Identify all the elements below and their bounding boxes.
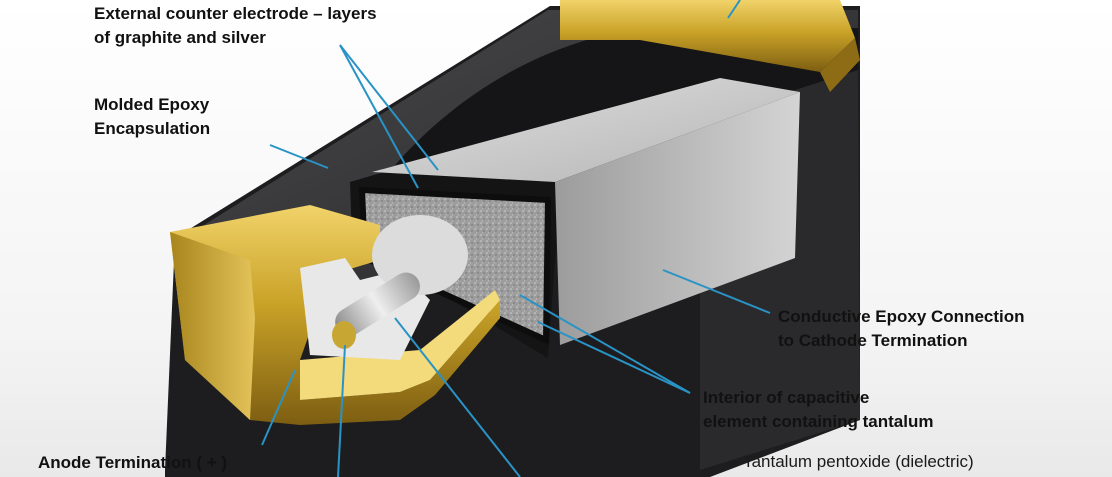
label-external-counter-electrode-line2: of graphite and silver [94, 28, 266, 47]
leader-molded-epoxy [269, 144, 329, 169]
label-tantalum-pentoxide-text: - Tantalum pentoxide (dielectric) [733, 452, 974, 471]
leader-anode-termination [261, 369, 296, 446]
anode-termination [170, 205, 500, 425]
leader-interior-a [519, 294, 691, 394]
leader-anode-rod [394, 317, 521, 477]
label-interior-element: Interior of capacitive element containin… [703, 386, 933, 434]
label-molded-epoxy-line2: Encapsulation [94, 119, 211, 138]
anode-wire [300, 215, 468, 360]
label-external-counter-electrode-line1: External counter electrode – layers [94, 4, 377, 23]
leader-cathode-termination [727, 0, 741, 19]
leader-lines [261, 0, 771, 477]
leader-conductive-epoxy [662, 269, 771, 314]
label-anode-termination: Anode Termination ( + ) [38, 451, 227, 475]
label-conductive-epoxy-line1: Conductive Epoxy Connection [778, 307, 1025, 326]
label-interior-element-line2: element containing tantalum [703, 412, 934, 431]
label-tantalum-pentoxide: - Tantalum pentoxide (dielectric) [733, 450, 974, 474]
label-molded-epoxy-line1: Molded Epoxy [94, 95, 210, 114]
label-conductive-epoxy-line2: to Cathode Termination [778, 331, 968, 350]
label-external-counter-electrode: External counter electrode – layers of g… [94, 2, 377, 50]
label-anode-termination-text: Anode Termination ( + ) [38, 453, 228, 472]
leader-counter-electrode-a [339, 44, 419, 189]
label-conductive-epoxy: Conductive Epoxy Connection to Cathode T… [778, 305, 1025, 353]
leader-interior-b [537, 321, 691, 394]
leader-anode-wire [337, 344, 346, 477]
leader-counter-electrode-b [339, 44, 439, 171]
cathode-termination [560, 0, 860, 92]
label-interior-element-line1: Interior of capacitive [703, 388, 870, 407]
label-molded-epoxy: Molded Epoxy Encapsulation [94, 93, 210, 141]
